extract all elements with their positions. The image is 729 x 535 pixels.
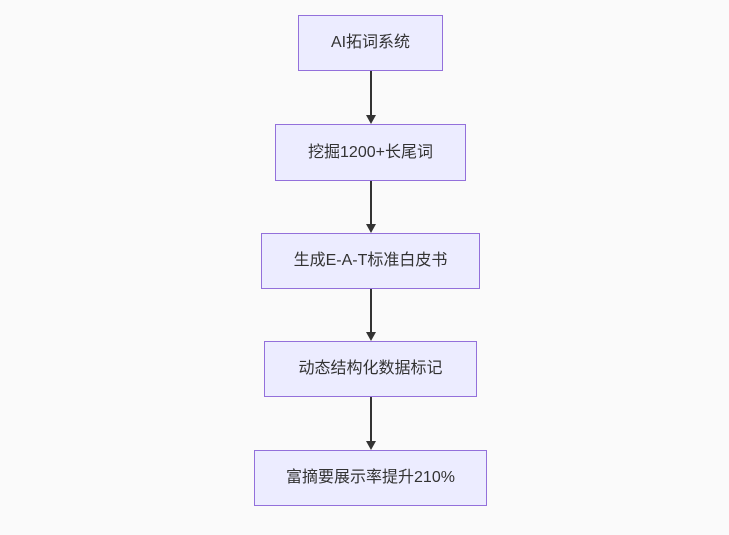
flow-node-dynamic-structured-data: 动态结构化数据标记 xyxy=(264,341,477,397)
edge-line xyxy=(369,397,372,441)
arrowhead-down-icon xyxy=(365,441,376,450)
arrowhead-down-icon xyxy=(365,332,376,341)
node-label: 动态结构化数据标记 xyxy=(298,360,443,377)
flow-edge-1 xyxy=(364,71,377,124)
node-label: 富摘要展示率提升210% xyxy=(286,469,455,486)
flow-node-longtail-keyword-mining: 挖掘1200+长尾词 xyxy=(275,124,466,181)
flow-edge-2 xyxy=(364,181,377,233)
flow-node-rich-snippet-result: 富摘要展示率提升210% xyxy=(254,450,487,506)
flow-node-ai-word-expansion-system: AI拓词系统 xyxy=(298,15,443,71)
edge-line xyxy=(369,181,372,224)
arrowhead-down-icon xyxy=(365,224,376,233)
flow-edge-4 xyxy=(364,397,377,450)
arrowhead-down-icon xyxy=(365,115,376,124)
node-label: 挖掘1200+长尾词 xyxy=(308,143,433,161)
edge-line xyxy=(369,289,372,332)
flow-node-eat-whitepaper: 生成E-A-T标准白皮书 xyxy=(261,233,480,289)
node-label: AI拓词系统 xyxy=(330,34,411,51)
edge-line xyxy=(369,71,372,115)
node-label: 生成E-A-T标准白皮书 xyxy=(293,252,448,269)
flow-edge-3 xyxy=(364,289,377,341)
